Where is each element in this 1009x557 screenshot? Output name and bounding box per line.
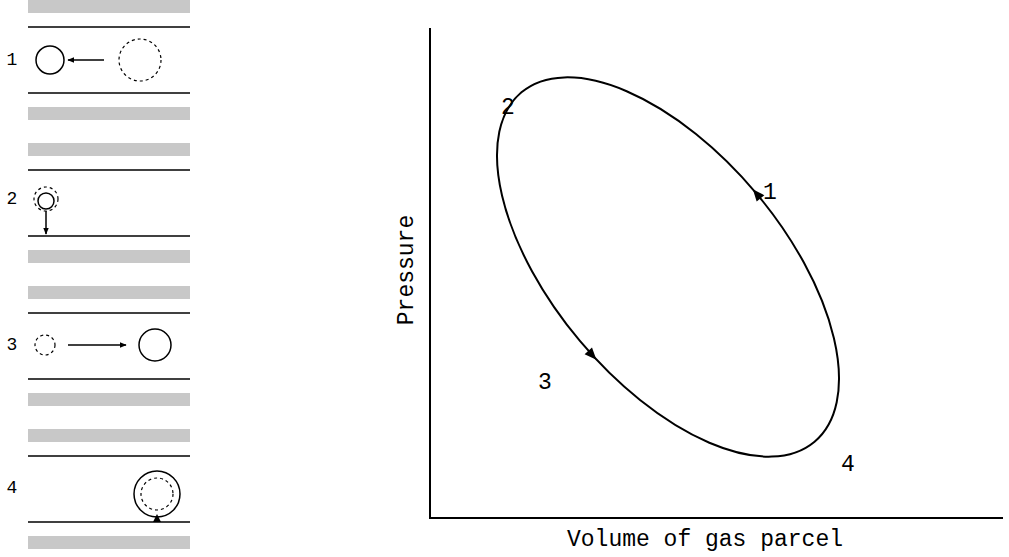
axis-title: Volume of gas parcel — [567, 529, 843, 552]
panel-number: 1 — [7, 51, 18, 69]
cycle-point-number: 1 — [763, 182, 777, 205]
cycle-point-number: 4 — [841, 454, 855, 477]
cycle-point-number: 2 — [501, 97, 515, 120]
channel-panel — [28, 0, 190, 120]
pv-graph — [429, 18, 1003, 518]
channel-panel — [28, 286, 190, 406]
axis-title: Pressure — [396, 215, 419, 325]
channel-panel — [28, 429, 190, 549]
cycle-point-number: 3 — [538, 372, 552, 395]
panel-number: 3 — [7, 336, 18, 354]
panel-number: 4 — [7, 479, 18, 497]
channel-panel — [28, 143, 190, 263]
panel-number: 2 — [7, 190, 18, 208]
